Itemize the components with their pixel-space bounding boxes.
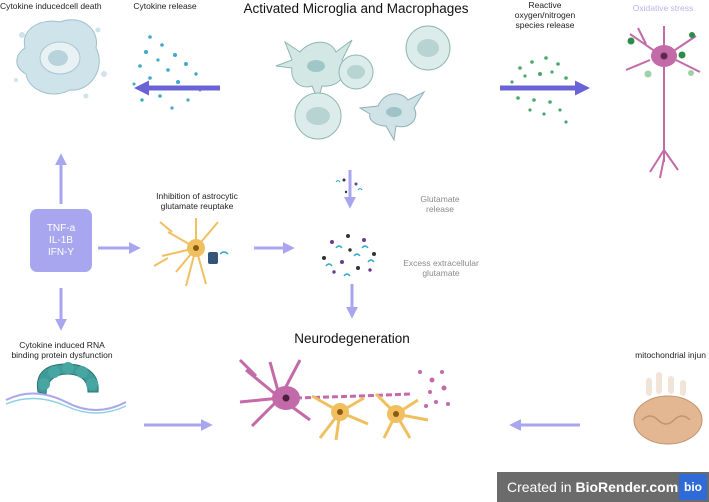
cytokine-ifny: IFN-Y: [47, 246, 75, 258]
label-rna-line1: Cytokine induced RNA: [19, 340, 105, 350]
label-ros-line2: oxygen/nitrogen: [514, 10, 576, 20]
biorender-logo: bio: [679, 474, 707, 500]
watermark-brand: BioRender.com: [575, 479, 679, 495]
label-glutamate-release: Glutamate release: [410, 194, 470, 214]
mitochondria-icon: [633, 372, 703, 445]
cytokine-tnf: TNF-a: [46, 222, 76, 234]
diagram-title: Activated Microglia and Macrophages: [243, 1, 469, 16]
label-cytokine-release: Cytokine release: [133, 1, 197, 11]
excess-glutamate-particles: [322, 234, 376, 277]
label-ros-line1: Reactive: [528, 0, 562, 10]
label-oxidative-stress: Oxidative stress: [632, 3, 694, 13]
label-glutamate-line2: release: [426, 204, 454, 214]
rna-binding-protein-icon: [5, 362, 127, 414]
dying-cell-icon: [14, 19, 107, 99]
label-mito-injury: mitochondrial injun: [635, 350, 706, 360]
label-rna-line2: binding protein dysfunction: [11, 350, 113, 360]
label-inhibition-line2: glutamate reuptake: [160, 201, 234, 211]
label-inhibition: Inhibition of astrocytic glutamate reupt…: [138, 191, 256, 211]
cytokine-il1b: IL-1B: [49, 234, 73, 246]
ros-dots: [510, 56, 568, 124]
microglia-cluster-icon: [275, 25, 451, 142]
label-ros-release: Reactive oxygen/nitrogen species release: [505, 0, 585, 30]
label-inhibition-line1: Inhibition of astrocytic: [156, 191, 238, 201]
label-excess-line1: Excess extracellular: [403, 258, 479, 268]
label-excess-line2: glutamate: [422, 268, 460, 278]
label-ros-line3: species release: [515, 20, 575, 30]
cytokine-box: TNF-a IL-1B IFN-Y: [30, 209, 92, 272]
degenerating-neurons-icon: [238, 358, 450, 441]
watermark-prefix: Created in: [507, 479, 576, 495]
flow-arrows: [55, 153, 580, 431]
label-glutamate-line1: Glutamate: [420, 194, 460, 204]
label-rna-dysfunction: Cytokine induced RNA binding protein dys…: [0, 340, 124, 360]
cytokine-dots: [132, 35, 202, 110]
label-neurodegeneration: Neurodegeneration: [294, 331, 410, 346]
astrocyte-icon: [153, 218, 229, 287]
label-excess-glutamate: Excess extracellular glutamate: [396, 258, 486, 278]
biorender-watermark: Created in BioRender.com bio: [497, 472, 709, 502]
label-cytokine-death: Cytokine inducedcell death: [0, 1, 102, 11]
stressed-neuron-icon: [625, 26, 701, 179]
watermark-text: Created in BioRender.com: [507, 479, 678, 495]
glutamate-release-particles: [335, 178, 363, 194]
